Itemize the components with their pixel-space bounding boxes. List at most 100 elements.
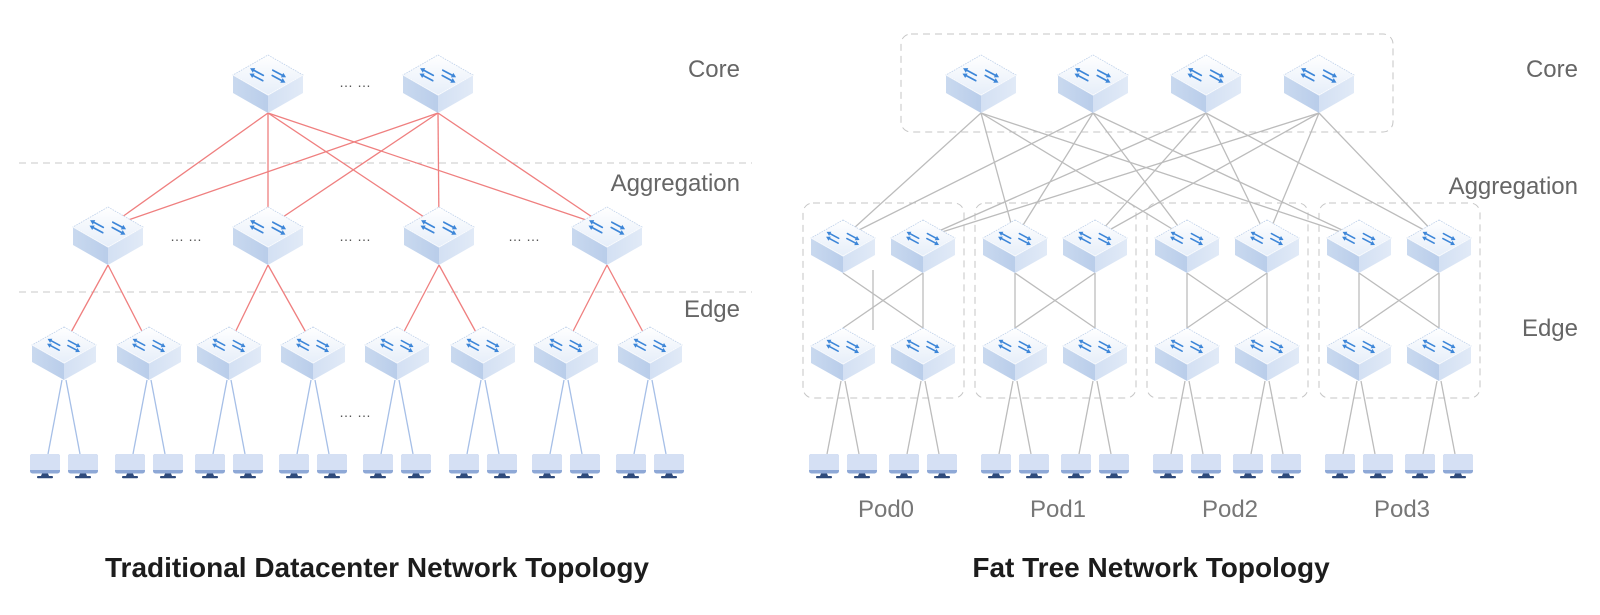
fat-tree-links	[826, 112, 1456, 455]
edge-switch	[617, 326, 683, 380]
monitor-screen-lower	[1061, 466, 1091, 470]
edge-switch	[1406, 327, 1472, 381]
switch-right-face	[149, 345, 181, 380]
switch-arrows-icon	[1422, 339, 1456, 354]
switch-right-face	[1439, 346, 1471, 381]
arrow-shaft	[1345, 340, 1356, 348]
arrow-head	[324, 343, 330, 348]
switch-left-face	[946, 75, 981, 113]
switch-right-face	[397, 345, 429, 380]
monitor-base	[1412, 476, 1428, 479]
link-p3-agg-2-to-p3-edge-1	[1358, 272, 1440, 329]
arrow-shaft	[1000, 345, 1011, 352]
arrow-shaft	[1270, 232, 1282, 240]
arrow-head	[1075, 68, 1081, 73]
link-edge-5-to-host-10	[398, 379, 414, 455]
arrow-shaft	[441, 69, 454, 77]
monitor-base	[456, 476, 472, 479]
arrow-head	[1078, 236, 1083, 241]
arrow-head	[619, 224, 626, 230]
link-p0-agg-2-to-p0-edge-1	[842, 272, 924, 329]
monitor-base	[577, 476, 593, 479]
link-edge-8-to-host-15	[633, 379, 649, 455]
arrow-shaft	[1253, 232, 1264, 240]
arrow-head	[1450, 348, 1455, 354]
arrow-head	[1342, 236, 1347, 241]
traditional-nodes	[30, 54, 684, 479]
arrow-head	[963, 68, 969, 73]
switch-right-face	[1319, 75, 1354, 113]
host-computer-icon	[981, 454, 1011, 479]
arrow-shaft	[1362, 237, 1373, 245]
arrow-head	[1370, 344, 1376, 349]
arrow-shaft	[252, 69, 265, 77]
switch-arrows-icon	[466, 338, 500, 353]
link-core-1-to-agg-1	[107, 112, 269, 228]
link-p0-edge-2-to-p0-host-3	[906, 380, 922, 455]
arrow-shaft	[252, 74, 264, 82]
host-computer-icon	[449, 454, 479, 479]
switch-left-face	[281, 345, 313, 380]
arrow-head	[408, 347, 413, 353]
switch-arrows-icon	[1170, 339, 1204, 354]
switch-left-face	[365, 345, 397, 380]
arrow-shaft	[152, 344, 163, 352]
switch-right-face	[650, 345, 682, 380]
link-core-2-to-p1-agg-1	[1014, 112, 1094, 239]
switch-edge-highlight	[364, 344, 430, 364]
switch-right-face	[1015, 238, 1047, 273]
arrow-shaft	[382, 344, 393, 351]
monitor-base	[75, 476, 91, 479]
arrow-shaft	[1098, 232, 1110, 240]
arrow-shaft	[1424, 237, 1435, 244]
arrow-shaft	[926, 340, 938, 348]
arrow-shaft	[926, 237, 937, 245]
monitor-screen-lower	[233, 466, 263, 470]
arrow-shaft	[1424, 345, 1435, 352]
link-core-1-to-p1-agg-1	[980, 112, 1016, 239]
link-core-2-to-agg-2	[267, 112, 439, 228]
switch-right-face	[843, 346, 875, 381]
arrow-shaft	[1190, 69, 1203, 77]
arrow-head	[421, 220, 427, 225]
pod-label: Pod3	[1374, 496, 1430, 523]
arrow-shaft	[552, 339, 563, 347]
monitor-base	[816, 476, 832, 479]
monitor-stand	[460, 473, 468, 476]
arrow-head	[934, 236, 940, 241]
link-core-3-to-p0-agg-2	[922, 112, 1207, 239]
arrow-shaft	[442, 226, 454, 234]
switch-edge-highlight	[1406, 345, 1472, 365]
arrow-head	[1370, 348, 1375, 354]
switch-arrows-icon	[826, 339, 860, 354]
monitor-base	[988, 476, 1004, 479]
switch-right-face	[108, 227, 143, 265]
arrow-head	[494, 343, 500, 348]
arrow-head	[661, 347, 666, 353]
arrow-shaft	[1303, 69, 1316, 77]
monitor-stand	[290, 473, 298, 476]
arrow-head	[993, 72, 1000, 78]
arrow-head	[380, 343, 385, 348]
arrow-head	[1450, 236, 1456, 241]
arrow-shaft	[1098, 237, 1109, 245]
fat-tree-title: Fat Tree Network Topology	[972, 552, 1330, 583]
switch-arrows-icon	[1170, 231, 1204, 246]
switch-left-face	[1327, 238, 1359, 273]
link-p1-edge-1-to-p1-host-2	[1016, 380, 1032, 455]
arrow-head	[1187, 73, 1193, 79]
switch-arrows-icon	[633, 338, 667, 353]
edge-switch	[31, 326, 97, 380]
arrow-head	[212, 343, 217, 348]
arrow-head	[47, 343, 52, 348]
monitor-screen-lower	[889, 466, 919, 470]
host-computer-icon	[1443, 454, 1473, 479]
host-computer-icon	[115, 454, 145, 479]
aggregation-switch	[232, 206, 304, 265]
arrow-shaft	[316, 344, 327, 352]
host-computer-icon	[195, 454, 225, 479]
switch-right-face	[1093, 75, 1128, 113]
monitor-base	[896, 476, 912, 479]
